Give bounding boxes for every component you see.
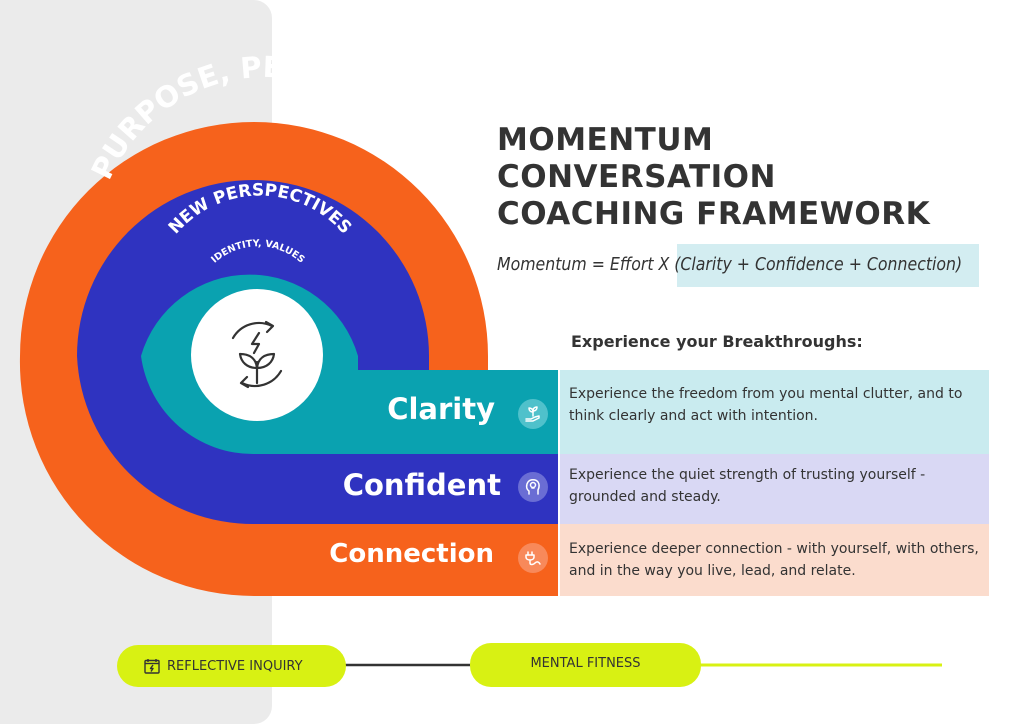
- connection-text: Experience deeper connection - with your…: [569, 541, 979, 579]
- center-circle: [191, 289, 323, 421]
- hand-plant-icon: [518, 399, 548, 429]
- confident-label: Confident: [342, 468, 501, 502]
- reflective-inquiry-label: REFLECTIVE INQUIRY: [167, 658, 303, 674]
- head-lightbulb-icon: [518, 472, 548, 502]
- breakthroughs-heading: Experience your Breakthroughs:: [571, 332, 863, 351]
- growth-cycle-icon: [231, 320, 283, 389]
- mental-fitness-pill: MENTAL FITNESS: [470, 643, 701, 687]
- mental-fitness-label: MENTAL FITNESS: [530, 655, 641, 671]
- formula-prefix: Momentum = Effort X: [497, 255, 675, 275]
- connection-description: Experience deeper connection - with your…: [560, 524, 989, 596]
- confident-description: Experience the quiet strength of trustin…: [560, 454, 989, 524]
- clarity-description: Experience the freedom from you mental c…: [560, 370, 989, 454]
- confident-text: Experience the quiet strength of trustin…: [569, 467, 926, 505]
- clarity-text: Experience the freedom from you mental c…: [569, 386, 963, 424]
- calendar-bolt-icon: [143, 657, 161, 675]
- connection-label: Connection: [329, 539, 494, 569]
- momentum-formula: Momentum = Effort X (Clarity + Confidenc…: [497, 255, 962, 275]
- clarity-label: Clarity: [387, 392, 495, 426]
- formula-highlight: (Clarity + Confidence + Connection): [674, 255, 963, 275]
- plug-icon: [518, 543, 548, 573]
- title-line-2: COACHING FRAMEWORK: [497, 196, 931, 232]
- title-line-1: MOMENTUM CONVERSATION: [497, 122, 776, 195]
- page-title: MOMENTUM CONVERSATION COACHING FRAMEWORK: [497, 122, 997, 233]
- reflective-inquiry-pill: REFLECTIVE INQUIRY: [117, 645, 346, 687]
- formula-highlight-box: [677, 244, 979, 287]
